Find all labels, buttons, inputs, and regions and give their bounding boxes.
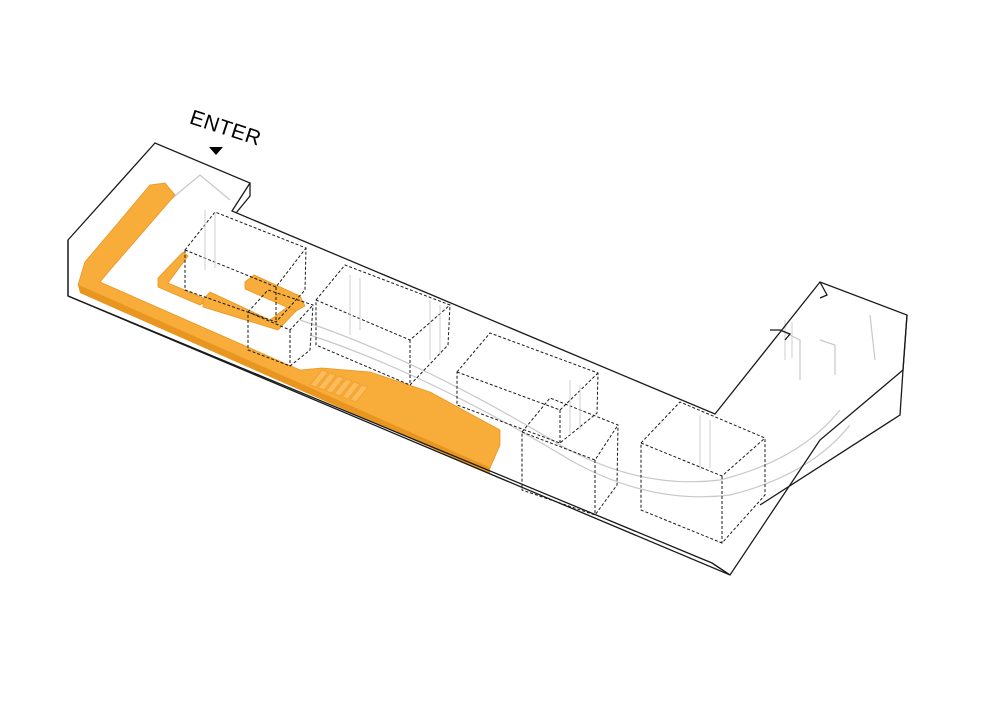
outline-right-front	[711, 562, 731, 576]
bench-upper	[244, 274, 306, 312]
interior-curved-walkway	[169, 174, 876, 498]
room-volume-2	[247, 289, 314, 367]
room-volumes	[184, 211, 766, 544]
triangle-down-icon	[209, 147, 223, 155]
outline-corner-step	[770, 329, 792, 341]
outline-right-corner	[759, 314, 908, 506]
bench-left	[157, 251, 209, 306]
room-volume-4	[456, 332, 599, 444]
outline-back-wall	[235, 183, 251, 214]
room-volume-5	[521, 397, 619, 516]
building-outline	[67, 142, 908, 576]
room-volume-6	[640, 401, 766, 544]
outline-top-face	[67, 142, 908, 576]
room-volume-3	[315, 264, 451, 386]
main-walkway-edge	[78, 285, 490, 474]
outline-right-wall-top	[819, 281, 828, 299]
highlighted-path	[77, 182, 501, 474]
steps	[309, 369, 369, 403]
main-walkway-top	[77, 182, 501, 469]
